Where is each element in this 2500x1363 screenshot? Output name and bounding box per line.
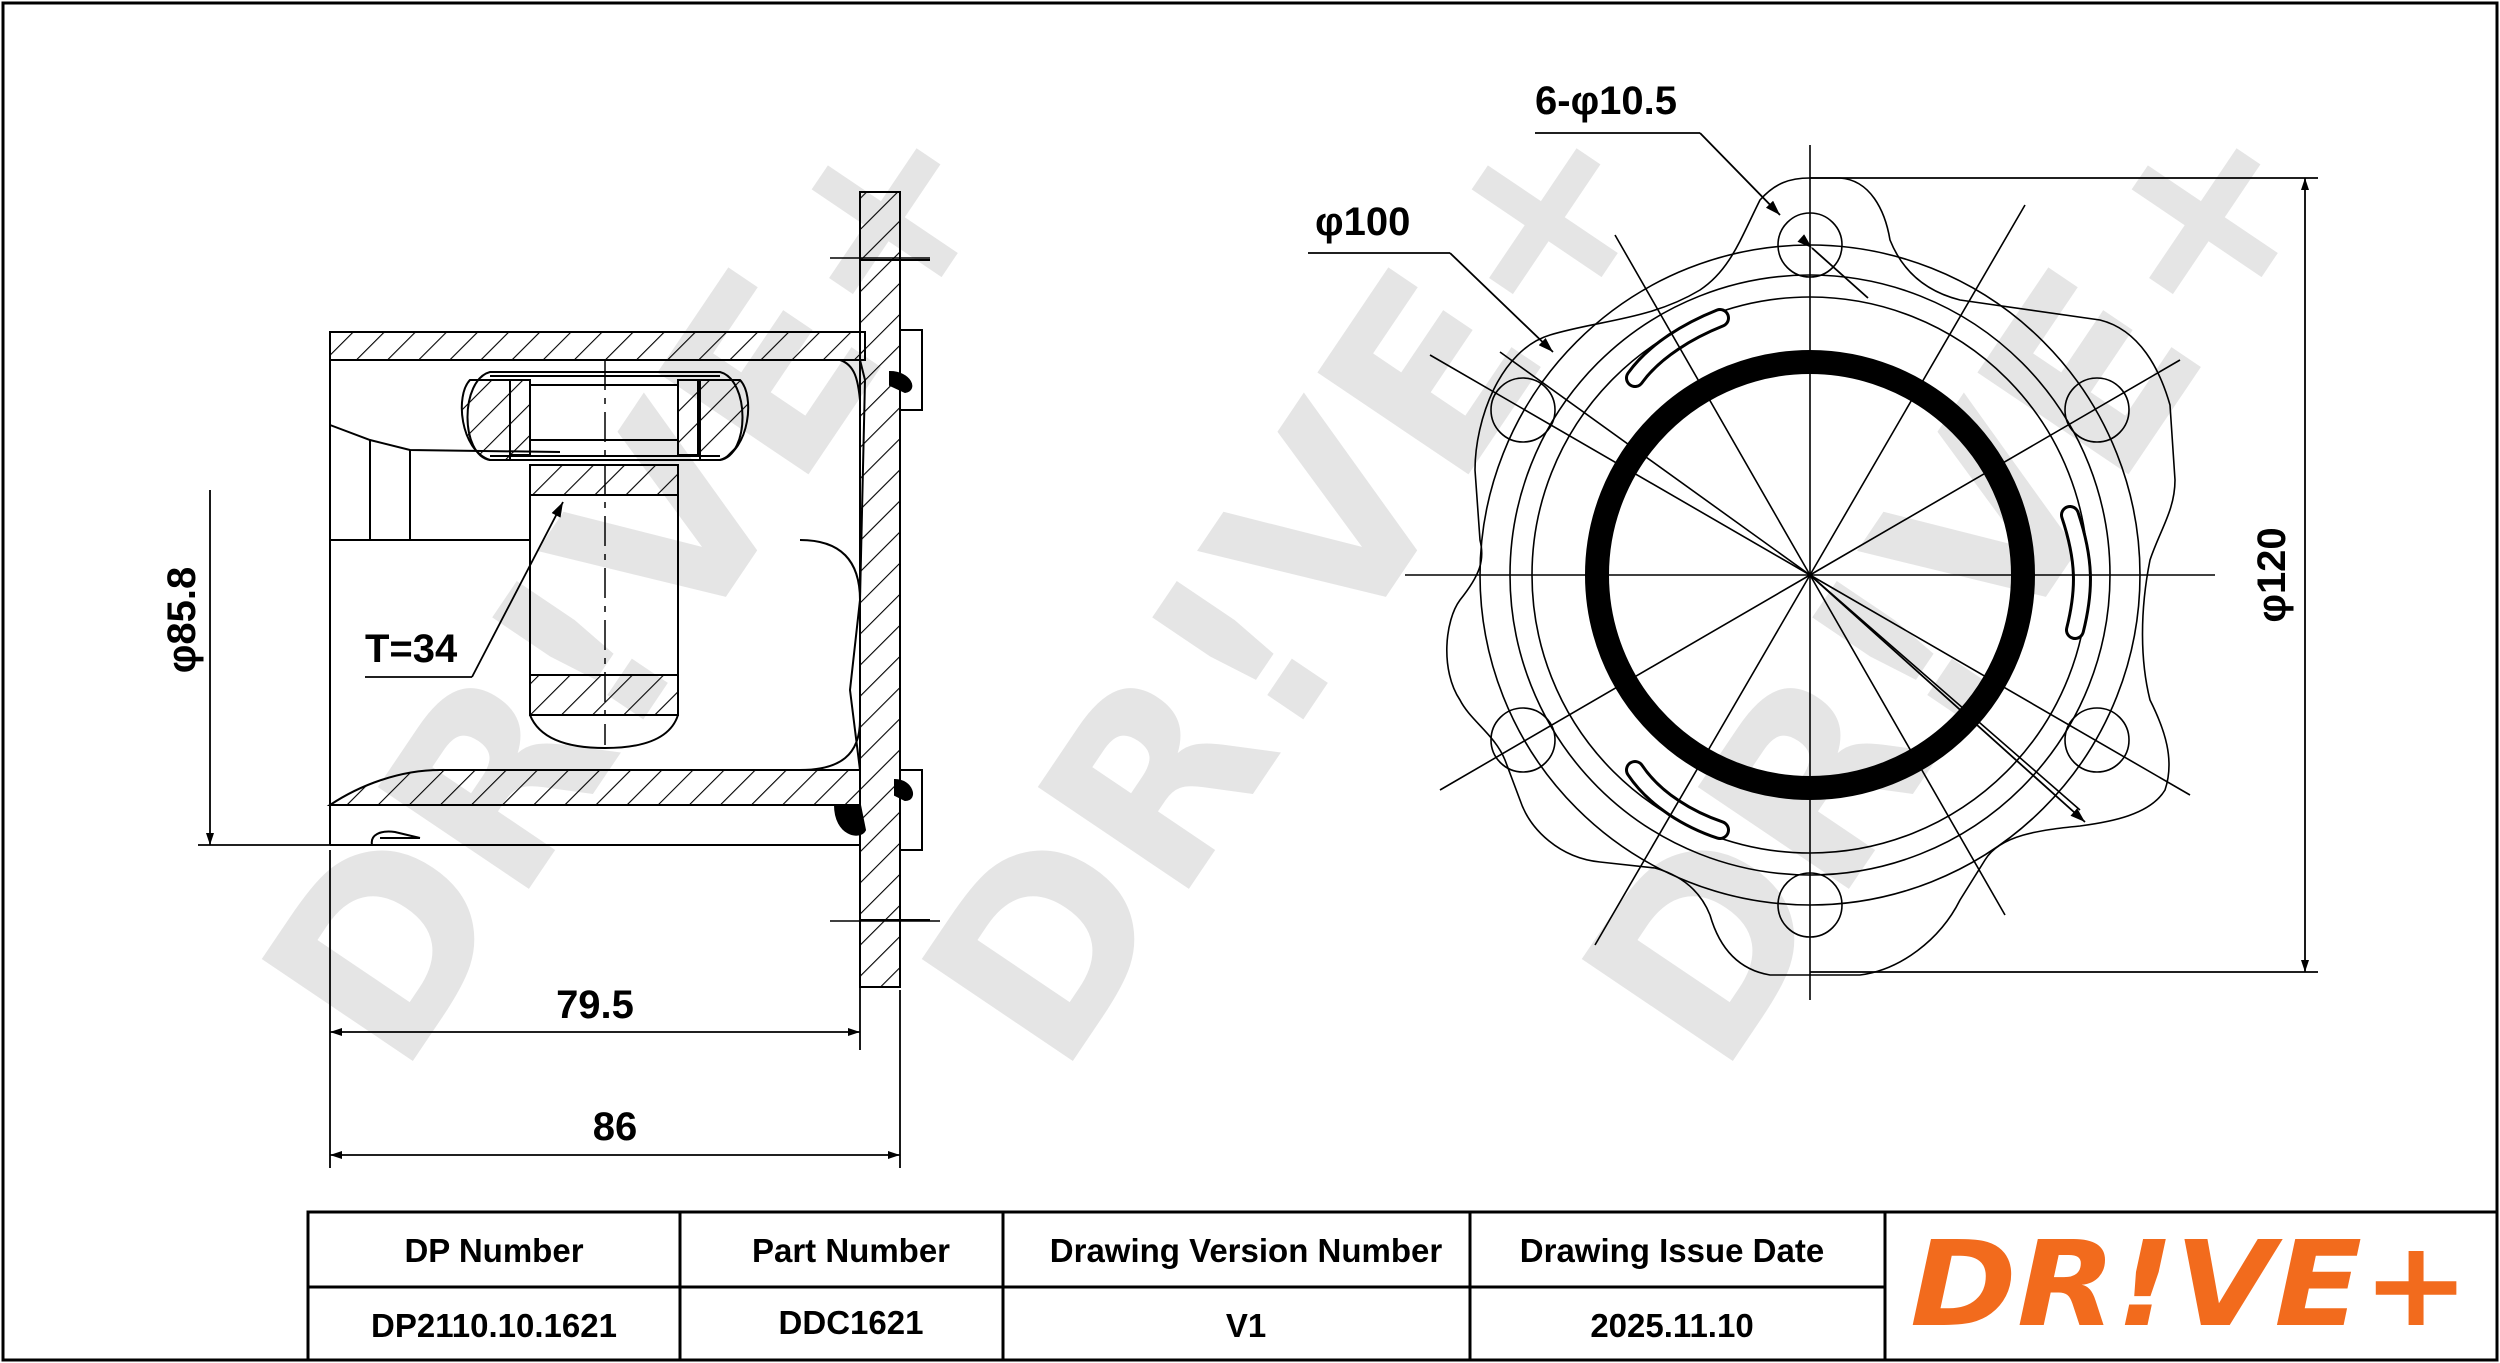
value-dp-number: DP2110.10.1621 <box>371 1307 617 1344</box>
dim-outer-diameter: φ85.8 <box>160 567 204 673</box>
flange-outline <box>1446 177 2176 976</box>
title-block <box>306 1210 2499 1362</box>
dim-inner-length: 79.5 <box>556 983 634 1027</box>
dim-pitch-circle: φ100 <box>1315 200 1410 244</box>
value-part-number: DDC1621 <box>779 1304 924 1341</box>
side-dimensions <box>198 490 901 1168</box>
watermark-group: DR!VE+ DR!VE+ DR!VE+ <box>208 48 2378 1113</box>
front-dimensions <box>1308 132 2318 973</box>
value-version: V1 <box>1226 1307 1266 1344</box>
dim-spline-teeth: T=34 <box>365 627 458 671</box>
dim-bolt-holes: 6-φ10.5 <box>1535 79 1677 123</box>
side-section-view <box>326 191 940 988</box>
brand-logo: DR!VE+ <box>1910 1215 2470 1353</box>
dim-overall-length: 86 <box>593 1105 638 1149</box>
value-issue-date: 2025.11.10 <box>1590 1307 1753 1344</box>
front-view <box>1405 145 2215 1000</box>
header-dp-number: DP Number <box>404 1232 583 1269</box>
header-version: Drawing Version Number <box>1050 1232 1443 1269</box>
header-issue-date: Drawing Issue Date <box>1520 1232 1824 1269</box>
dim-flange-diameter: φ120 <box>2250 527 2294 622</box>
header-part-number: Part Number <box>752 1232 950 1269</box>
